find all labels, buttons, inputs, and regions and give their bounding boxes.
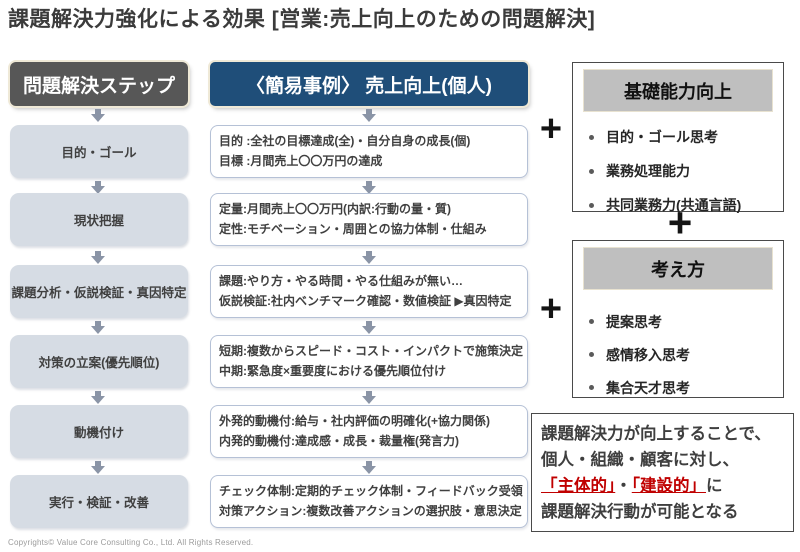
case-line: 定量:月間売上〇〇万円(内訳:行動の量・質) — [219, 202, 451, 216]
case-box-motivation: 外発的動機付:給与・社内評価の明確化(+協力関係) 内発的動機付:達成感・成長・… — [210, 405, 528, 458]
step-box-current-state: 現状把握 — [10, 193, 188, 246]
summary-box: 課題解決力が向上することで、 個人・組織・顧客に対し、 「主体的」・「建設的」に… — [531, 413, 794, 532]
bullet-icon — [589, 352, 594, 357]
list-item-label: 提案思考 — [606, 313, 662, 330]
summary-line: 課題解決力が向上することで、 — [541, 425, 771, 443]
list-item-label: 感情移入思考 — [606, 346, 690, 363]
basic-skills-header: 基礎能力向上 — [584, 70, 772, 111]
case-line: チェック体制:定期的チェック体制・フィードバック受領 — [219, 484, 523, 498]
list-item: 感情移入思考 — [573, 338, 783, 371]
case-line: 内発的動機付:達成感・成長・裁量権(発言力) — [219, 434, 459, 448]
basic-skills-list: 目的・ゴール思考 業務処理能力 共同業務力(共通言語) — [573, 120, 783, 222]
down-arrow-icon — [91, 181, 105, 194]
down-arrow-icon — [362, 109, 376, 122]
case-line: 仮説検証:社内ベンチマーク確認・数値検証 ▶真因特定 — [219, 294, 512, 308]
down-arrow-icon — [91, 461, 105, 474]
list-item: 提案思考 — [573, 305, 783, 338]
copyright-text: Copyrights© Value Core Consulting Co., L… — [8, 538, 254, 547]
case-box-goal: 目的 :全社の目標達成(全)・自分自身の成長(個) 目標 :月間売上〇〇万円の達… — [210, 125, 528, 178]
case-line: 目標 :月間売上〇〇万円の達成 — [219, 154, 383, 168]
case-line: 定性:モチベーション・周囲との協力体制・仕組み — [219, 222, 487, 236]
case-line: 課題:やり方・やる時間・やる仕組みが無い… — [219, 274, 463, 288]
summary-separator: ・ — [615, 477, 632, 495]
down-arrow-icon — [362, 461, 376, 474]
list-item: 集合天才思考 — [573, 371, 783, 404]
down-arrow-icon — [91, 391, 105, 404]
down-arrow-icon — [362, 321, 376, 334]
step-box-analysis: 課題分析・仮説検証・真因特定 — [10, 265, 188, 318]
list-item: 目的・ゴール思考 — [573, 120, 783, 154]
left-column-header: 問題解決ステップ — [10, 62, 188, 106]
case-box-current-state: 定量:月間売上〇〇万円(内訳:行動の量・質) 定性:モチベーション・周囲との協力… — [210, 193, 528, 246]
summary-line: 「主体的」・「建設的」に — [541, 473, 784, 499]
plus-icon: + — [539, 108, 563, 150]
summary-line: 個人・組織・顧客に対し、 — [541, 451, 739, 469]
down-arrow-icon — [362, 181, 376, 194]
list-item: 業務処理能力 — [573, 154, 783, 188]
case-line: 対策アクション:複数改善アクションの選択肢・意思決定 — [219, 504, 522, 518]
case-box-analysis: 課題:やり方・やる時間・やる仕組みが無い… 仮説検証:社内ベンチマーク確認・数値… — [210, 265, 528, 318]
down-arrow-icon — [91, 109, 105, 122]
list-item: 共同業務力(共通言語) — [573, 188, 783, 222]
case-line: 短期:複数からスピード・コスト・インパクトで施策決定 — [219, 344, 523, 358]
bullet-icon — [589, 319, 594, 324]
step-box-goal: 目的・ゴール — [10, 125, 188, 178]
list-item-label: 目的・ゴール思考 — [606, 129, 718, 145]
down-arrow-icon — [91, 321, 105, 334]
basic-skills-box: 基礎能力向上 目的・ゴール思考 業務処理能力 共同業務力(共通言語) — [572, 62, 784, 213]
down-arrow-icon — [91, 251, 105, 264]
step-box-motivation: 動機付け — [10, 405, 188, 458]
step-box-execution: 実行・検証・改善 — [10, 475, 188, 528]
case-line: 目的 :全社の目標達成(全)・自分自身の成長(個) — [219, 134, 471, 148]
mindset-list: 提案思考 感情移入思考 集合天才思考 — [573, 305, 783, 404]
bullet-icon — [589, 385, 594, 390]
list-item-label: 業務処理能力 — [606, 163, 690, 179]
bullet-icon — [589, 168, 594, 174]
step-box-countermeasure: 対策の立案(優先順位) — [10, 335, 188, 388]
case-line: 外発的動機付:給与・社内評価の明確化(+協力関係) — [219, 414, 490, 428]
case-box-execution: チェック体制:定期的チェック体制・フィードバック受領 対策アクション:複数改善ア… — [210, 475, 528, 528]
down-arrow-icon — [362, 391, 376, 404]
down-arrow-icon — [362, 251, 376, 264]
list-item-label: 共同業務力(共通言語) — [606, 197, 742, 213]
bullet-icon — [589, 134, 594, 140]
summary-highlight: 「主体的」 — [541, 477, 616, 495]
summary-line: 課題解決行動が可能となる — [541, 503, 739, 521]
middle-column-header: 〈簡易事例〉 売上向上(個人) — [210, 62, 528, 106]
page-title: 課題解決力強化による効果 [営業:売上向上のための問題解決] — [8, 8, 596, 31]
case-box-countermeasure: 短期:複数からスピード・コスト・インパクトで施策決定 中期:緊急度×重要度におけ… — [210, 335, 528, 388]
summary-suffix: に — [706, 477, 723, 495]
list-item-label: 集合天才思考 — [606, 379, 690, 396]
summary-highlight: 「建設的」 — [631, 477, 706, 495]
plus-icon: + — [539, 288, 563, 330]
case-line: 中期:緊急度×重要度における優先順位付け — [219, 364, 447, 378]
mindset-box: 考え方 提案思考 感情移入思考 集合天才思考 — [572, 240, 784, 398]
bullet-icon — [589, 202, 594, 208]
mindset-header: 考え方 — [584, 248, 772, 289]
